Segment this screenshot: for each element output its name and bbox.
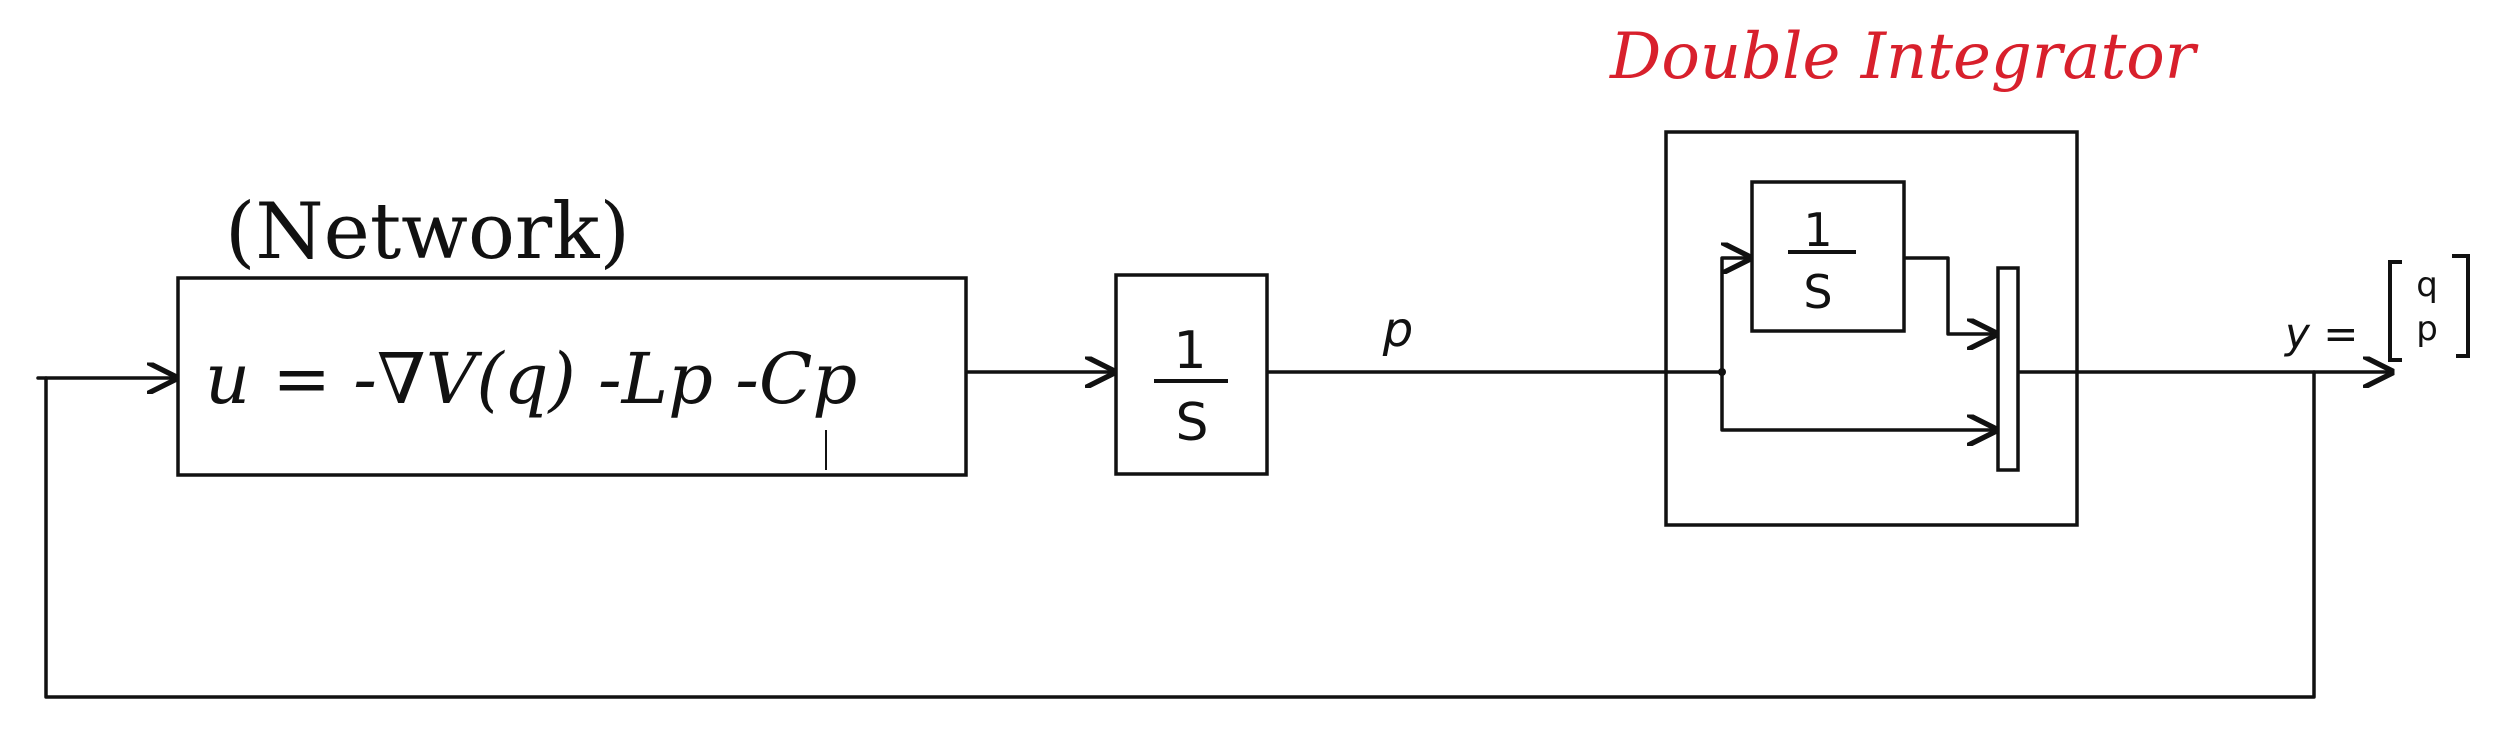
output-label: y =	[2283, 309, 2358, 358]
integrator-numerator: 1	[1173, 321, 1206, 381]
output-right-bracket	[2452, 254, 2470, 358]
signal-p-label: p	[1382, 302, 1413, 358]
feedback-wire	[44, 370, 2316, 699]
double-integrator-block	[1664, 130, 2079, 527]
output-vector-top: q	[2416, 265, 2438, 305]
branch-down-wire	[1720, 370, 1996, 430]
mux-bar	[1996, 266, 2020, 472]
integrator-denominator: S	[1175, 393, 1208, 453]
inner-out-wire	[1904, 256, 1996, 334]
inner-numerator: 1	[1803, 203, 1832, 257]
output-vector-bottom: p	[2416, 309, 2438, 349]
network-label: (Network)	[225, 187, 630, 277]
control-law: u = -∇V(q) -Lp -Cp	[205, 338, 857, 420]
branch-up-wire	[1720, 258, 1750, 374]
inner-denominator: S	[1803, 265, 1832, 319]
double-integrator-title: Double Integrator	[1609, 20, 2199, 94]
output-left-bracket	[2388, 260, 2402, 362]
